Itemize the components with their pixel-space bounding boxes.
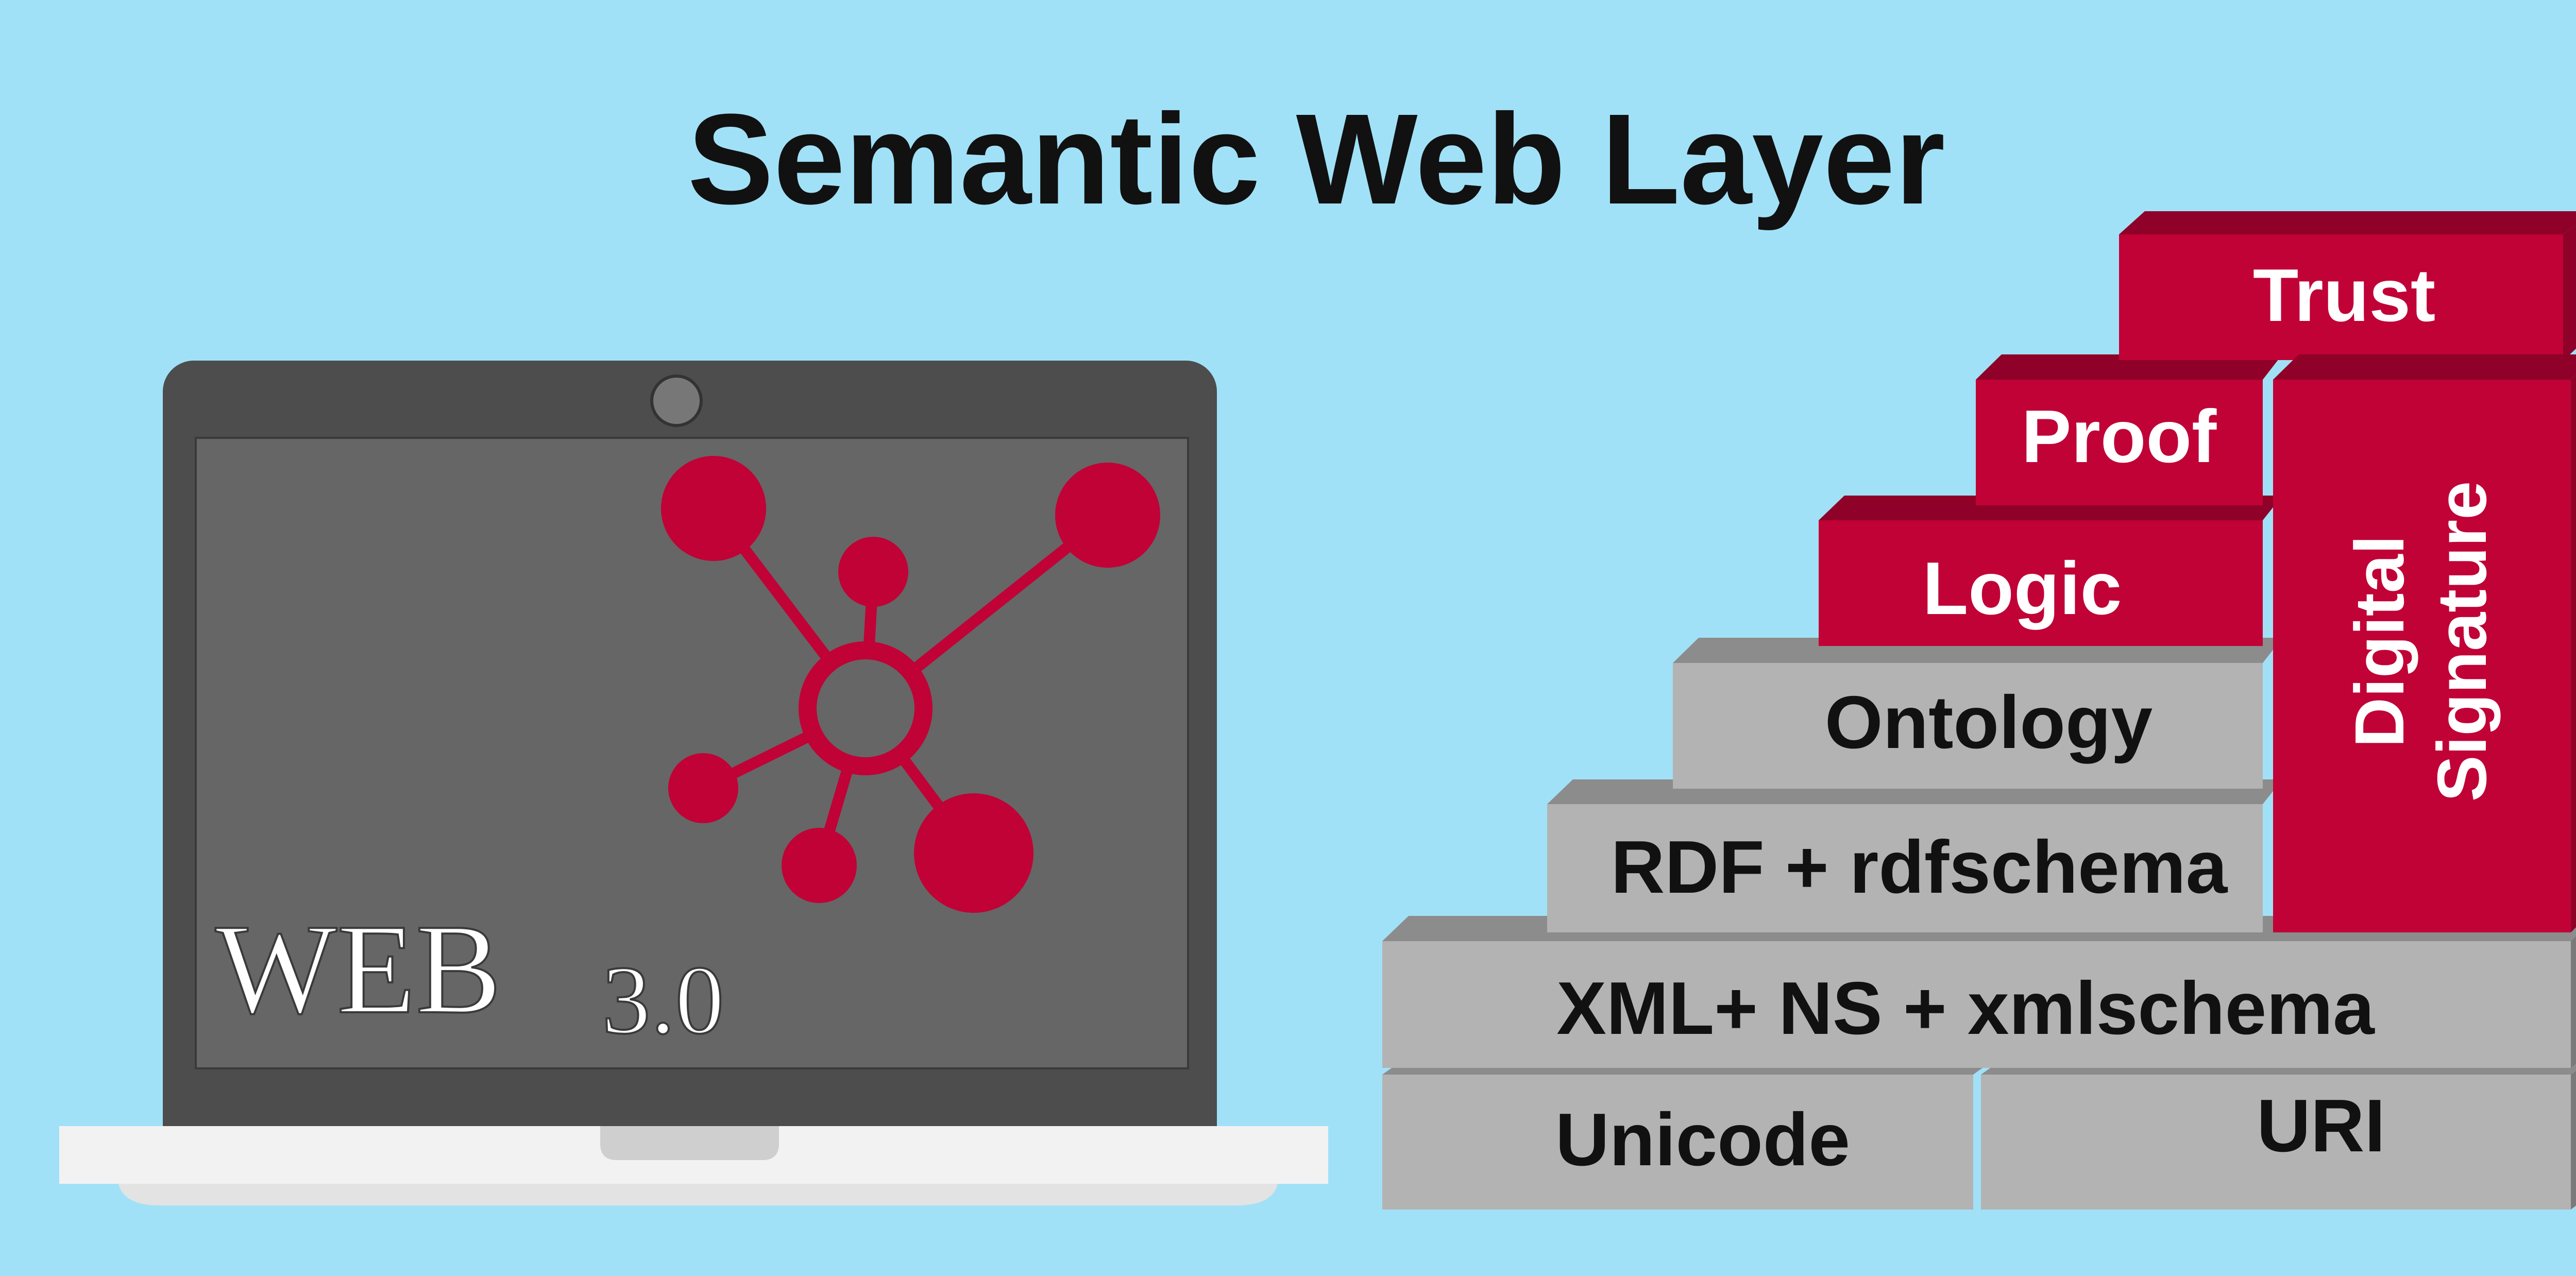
laptop-trackpad-notch bbox=[600, 1126, 779, 1160]
web-logo-word: WEB bbox=[215, 898, 501, 1041]
layer-label-proof: Proof bbox=[2022, 395, 2217, 478]
layer-label-signature-line1: Digital bbox=[2341, 535, 2418, 748]
layer-unicode-block: Unicode bbox=[1382, 1056, 1999, 1210]
laptop-base-shadow bbox=[118, 1184, 1278, 1205]
layer-logic-block: Logic bbox=[1819, 496, 2282, 646]
web-logo-version: 3.0 bbox=[602, 946, 724, 1054]
layer-label-unicode: Unicode bbox=[1555, 1098, 1850, 1181]
layer-label-logic: Logic bbox=[1923, 547, 2122, 630]
layer-label-ontology: Ontology bbox=[1825, 680, 2153, 764]
layer-label-signature-line2: Signature bbox=[2423, 481, 2501, 802]
page-title: Semantic Web Layer bbox=[688, 87, 1945, 231]
network-icon bbox=[661, 456, 1160, 913]
layer-rdf-block: RDF + rdfschema bbox=[1547, 779, 2282, 932]
webcam-icon bbox=[650, 375, 703, 427]
layer-proof-block: Proof bbox=[1976, 354, 2282, 505]
layer-label-xml: XML+ NS + xmlschema bbox=[1556, 966, 2375, 1050]
layer-signature-block: Digital Signature bbox=[2273, 354, 2576, 932]
layer-ontology-block: Ontology bbox=[1673, 638, 2282, 789]
layer-label-trust: Trust bbox=[2253, 253, 2436, 337]
layer-label-rdf: RDF + rdfschema bbox=[1611, 825, 2228, 909]
layer-xml-block: XML+ NS + xmlschema bbox=[1382, 916, 2576, 1068]
layer-uri-block: URI bbox=[1981, 1056, 2576, 1210]
layer-trust-block: Trust bbox=[2119, 211, 2576, 361]
layer-label-uri: URI bbox=[2257, 1084, 2385, 1167]
